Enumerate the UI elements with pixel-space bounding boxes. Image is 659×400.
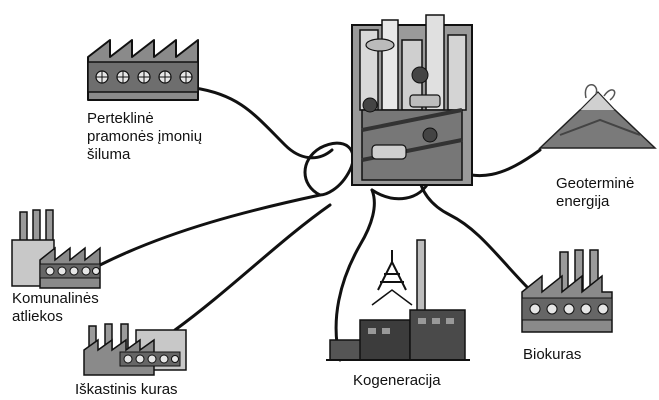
label-geothermal: Geoterminė energija: [556, 175, 634, 211]
label-fossil-line-1: Iškastinis kuras: [75, 381, 178, 398]
label-municipal-line-2: atliekos: [12, 308, 63, 325]
label-cogeneration: Kogeneracija: [353, 372, 441, 390]
city-collage-icon: [351, 14, 473, 186]
label-industry-line-2: pramonės įmonių: [87, 128, 203, 145]
factory-icon: [87, 39, 199, 101]
label-industry: Perteklinė pramonės įmonių šiluma: [87, 110, 202, 164]
connector-industry: [193, 86, 334, 160]
waste-plant-icon: [11, 209, 101, 289]
power-station-icon: [326, 239, 470, 361]
label-municipal: Komunalinės atliekos: [12, 290, 99, 326]
label-geothermal-line-1: Geoterminė: [556, 175, 635, 192]
biofuel-factory-icon: [521, 249, 613, 333]
label-industry-line-1: Perteklinė: [87, 110, 154, 127]
volcano-icon: [538, 84, 657, 149]
connector-biofuel: [416, 170, 532, 292]
connector-fossil: [173, 203, 332, 332]
label-biofuel: Biokuras: [523, 346, 581, 364]
connector-loop: [303, 141, 355, 197]
fossil-plant-icon: [83, 323, 187, 376]
label-biofuel-line-1: Biokuras: [523, 346, 582, 363]
label-fossil: Iškastinis kuras: [75, 381, 178, 399]
label-industry-line-3: šiluma: [87, 146, 131, 163]
label-cogeneration-line-1: Kogeneracija: [353, 372, 441, 389]
label-municipal-line-1: Komunalinės: [12, 290, 99, 307]
connector-cogeneration: [334, 188, 376, 362]
connector-municipal: [98, 193, 322, 267]
label-geothermal-line-2: energija: [556, 193, 610, 210]
